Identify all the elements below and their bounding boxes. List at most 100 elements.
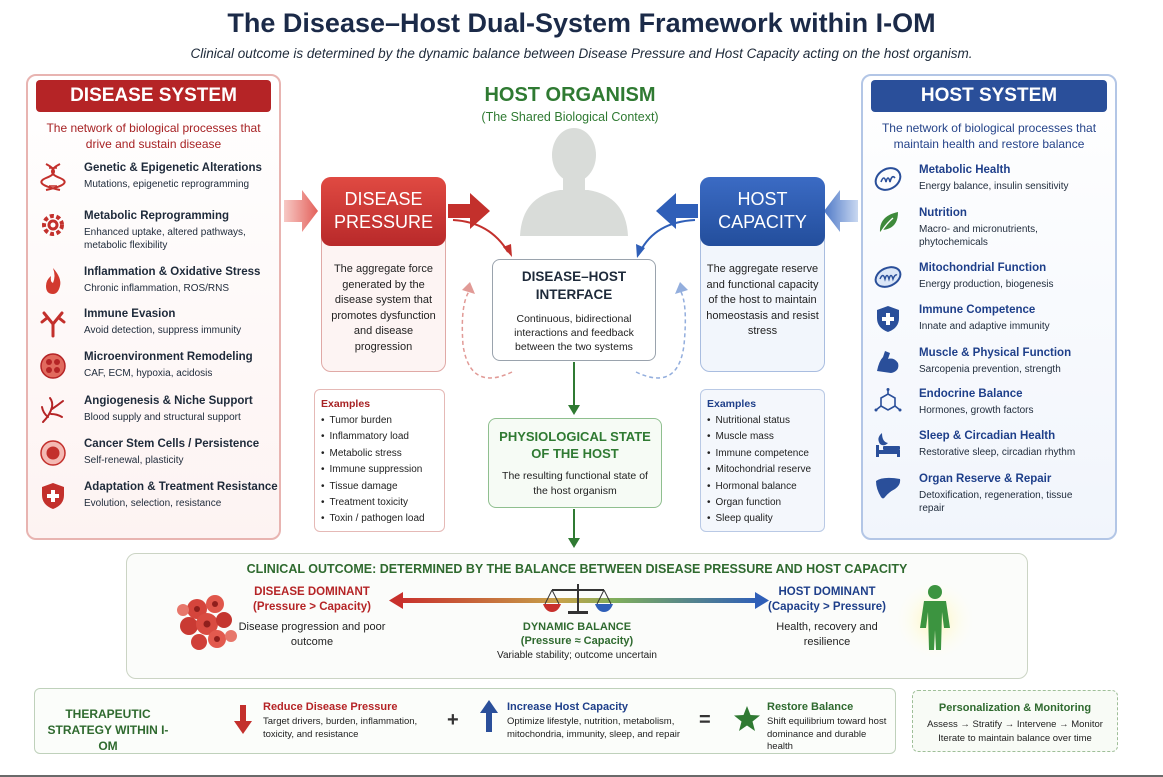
list-item: Nutritional status (707, 413, 818, 429)
personalization-box: Personalization & Monitoring Assess → St… (912, 690, 1118, 752)
list-item: Mitochondrial reserve (707, 462, 818, 478)
host-system-title: HOST SYSTEM (871, 80, 1107, 112)
state-to-outcome-arrow (568, 509, 580, 548)
clinical-outcome-box: CLINICAL OUTCOME: DETERMINED BY THE BALA… (126, 553, 1028, 679)
stem-cell-icon (40, 440, 66, 466)
disease-item-inflammation: Inflammation & Oxidative Stress Chronic … (38, 266, 273, 310)
disease-item-immune-evasion: Immune Evasion Avoid detection, suppress… (38, 308, 273, 352)
mitochondria-metabolic-icon (874, 167, 902, 191)
host-item-text: Detoxification, regeneration, tissue rep… (919, 490, 1073, 514)
host-item-title: Sleep & Circadian Health (919, 430, 1056, 442)
strategy-step-text: Target drivers, burden, inflammation, to… (263, 716, 418, 740)
down-arrow-icon (234, 705, 252, 734)
host-item-mitochondria: Mitochondrial Function Energy production… (873, 262, 1109, 306)
list-item: Immune suppression (321, 462, 438, 478)
host-system-panel: HOST SYSTEM The network of biological pr… (861, 74, 1117, 540)
host-examples-title: Examples (707, 398, 757, 410)
disease-item-text: Mutations, epigenetic reprogramming (84, 179, 250, 190)
interface-title-line1: DISEASE–HOST (521, 269, 627, 284)
list-item: Muscle mass (707, 429, 818, 445)
disease-item-text: Enhanced uptake, altered pathways, metab… (84, 227, 246, 251)
list-item: Organ function (707, 495, 818, 511)
physiological-state-title-line2: OF THE HOST (531, 446, 619, 461)
plus-sign: + (447, 709, 459, 731)
disease-dominant-label: DISEASE DOMINANT (Pressure > Capacity) (237, 585, 387, 615)
disease-item-text: CAF, ECM, hypoxia, acidosis (84, 368, 213, 379)
host-item-title: Mitochondrial Function (919, 262, 1047, 274)
host-silhouette (520, 128, 628, 236)
disease-examples-title: Examples (321, 398, 371, 410)
personalization-text: Iterate to maintain balance over time (938, 733, 1092, 744)
host-item-endocrine: Endocrine Balance Hormones, growth facto… (873, 388, 1109, 432)
host-capacity-title-line2: CAPACITY (718, 212, 807, 232)
host-examples-list: Nutritional status Muscle mass Immune co… (707, 413, 818, 528)
host-dominant-label: HOST DOMINANT (Capacity > Pressure) (752, 585, 902, 615)
host-item-text: Energy balance, insulin sensitivity (919, 181, 1069, 192)
host-item-title: Immune Competence (919, 304, 1036, 316)
host-organism-title: HOST ORGANISM (484, 84, 656, 106)
personalization-title: Personalization & Monitoring (938, 702, 1092, 714)
disease-examples-list: Tumor burden Inflammatory load Metabolic… (321, 413, 438, 528)
disease-system-panel: DISEASE SYSTEM The network of biological… (26, 74, 281, 540)
host-item-text: Innate and adaptive immunity (919, 321, 1050, 332)
disease-dominant-text: Disease progression and poor outcome (238, 621, 386, 648)
disease-item-microenvironment: Microenvironment Remodeling CAF, ECM, hy… (38, 351, 273, 395)
host-organism-subtitle: (The Shared Biological Context) (481, 110, 659, 124)
therapeutic-strategy-box: THERAPEUTIC STRATEGY WITHIN I-OM Reduce … (34, 688, 896, 754)
host-item-text: Hormones, growth factors (919, 405, 1034, 416)
host-capacity-header: HOST CAPACITY (700, 177, 825, 246)
liver-icon (876, 477, 901, 499)
strategy-step-title: Increase Host Capacity (507, 701, 629, 713)
disease-dominant-condition: (Pressure > Capacity) (253, 601, 371, 613)
disease-item-title: Inflammation & Oxidative Stress (84, 266, 261, 278)
disease-item-title: Cancer Stem Cells / Persistence (84, 438, 260, 450)
disease-item-text: Self-renewal, plasticity (84, 455, 184, 466)
disease-item-title: Microenvironment Remodeling (84, 351, 253, 363)
host-dominant-title: HOST DOMINANT (778, 586, 876, 598)
interface-description: Continuous, bidirectional interactions a… (514, 313, 634, 353)
disease-item-text: Evolution, selection, resistance (84, 498, 222, 509)
physiological-state-description: The resulting functional state of the ho… (502, 470, 648, 497)
interface-title: DISEASE–HOST INTERFACE (493, 268, 655, 304)
outcome-graphics (177, 580, 975, 660)
capacity-to-interface-arrow (639, 219, 696, 253)
host-system-description: The network of biological processes that… (881, 121, 1097, 151)
disease-item-text: Blood supply and structural support (84, 412, 241, 423)
strategy-step-title: Restore Balance (767, 701, 854, 713)
hormone-molecule-icon (874, 388, 902, 412)
dna-icon (40, 163, 66, 191)
strategy-step-text: Shift equilibrium toward host dominance … (767, 716, 887, 752)
shield-cross-icon (877, 306, 899, 332)
dynamic-balance-text: Variable stability; outcome uncertain (497, 650, 657, 661)
leaf-icon (879, 212, 898, 235)
disease-item-title: Metabolic Reprogramming (84, 210, 230, 222)
clinical-outcome-title: CLINICAL OUTCOME: DETERMINED BY THE BALA… (246, 562, 908, 576)
disease-item-metabolic: Metabolic Reprogramming Enhanced uptake,… (38, 210, 273, 254)
disease-pressure-description: The aggregate force generated by the dis… (331, 263, 436, 353)
list-item: Tissue damage (321, 479, 438, 495)
tumor-cells-icon (177, 595, 237, 650)
vessel-branch-icon (41, 397, 64, 423)
disease-system-description: The network of biological processes that… (46, 121, 261, 151)
disease-item-stem-cells: Cancer Stem Cells / Persistence Self-ren… (38, 438, 273, 482)
host-inflow-arrow (824, 190, 858, 232)
strategy-step-title: Reduce Disease Pressure (263, 701, 398, 713)
disease-item-resistance: Adaptation & Treatment Resistance Evolut… (38, 481, 278, 525)
scale-icon (543, 584, 613, 614)
host-capacity-description: The aggregate reserve and functional cap… (706, 263, 819, 337)
disease-pressure-title-line2: PRESSURE (333, 212, 434, 232)
disease-item-text: Chronic inflammation, ROS/RNS (84, 283, 230, 294)
host-item-muscle: Muscle & Physical Function Sarcopenia pr… (873, 347, 1109, 391)
flame-icon (46, 268, 61, 294)
disease-examples-box: Examples Tumor burden Inflammatory load … (314, 389, 445, 532)
equals-sign: = (699, 709, 711, 731)
disease-item-title: Angiogenesis & Niche Support (84, 395, 253, 407)
feedback-loop-right (635, 289, 687, 379)
list-item: Inflammatory load (321, 429, 438, 445)
shield-plus-icon (42, 483, 64, 509)
strategy-step-text: Optimize lifestyle, nutrition, metabolis… (507, 716, 681, 740)
mitochondria-icon (874, 266, 902, 288)
host-item-organ: Organ Reserve & Repair Detoxification, r… (873, 473, 1109, 517)
antibody-icon (40, 311, 66, 338)
